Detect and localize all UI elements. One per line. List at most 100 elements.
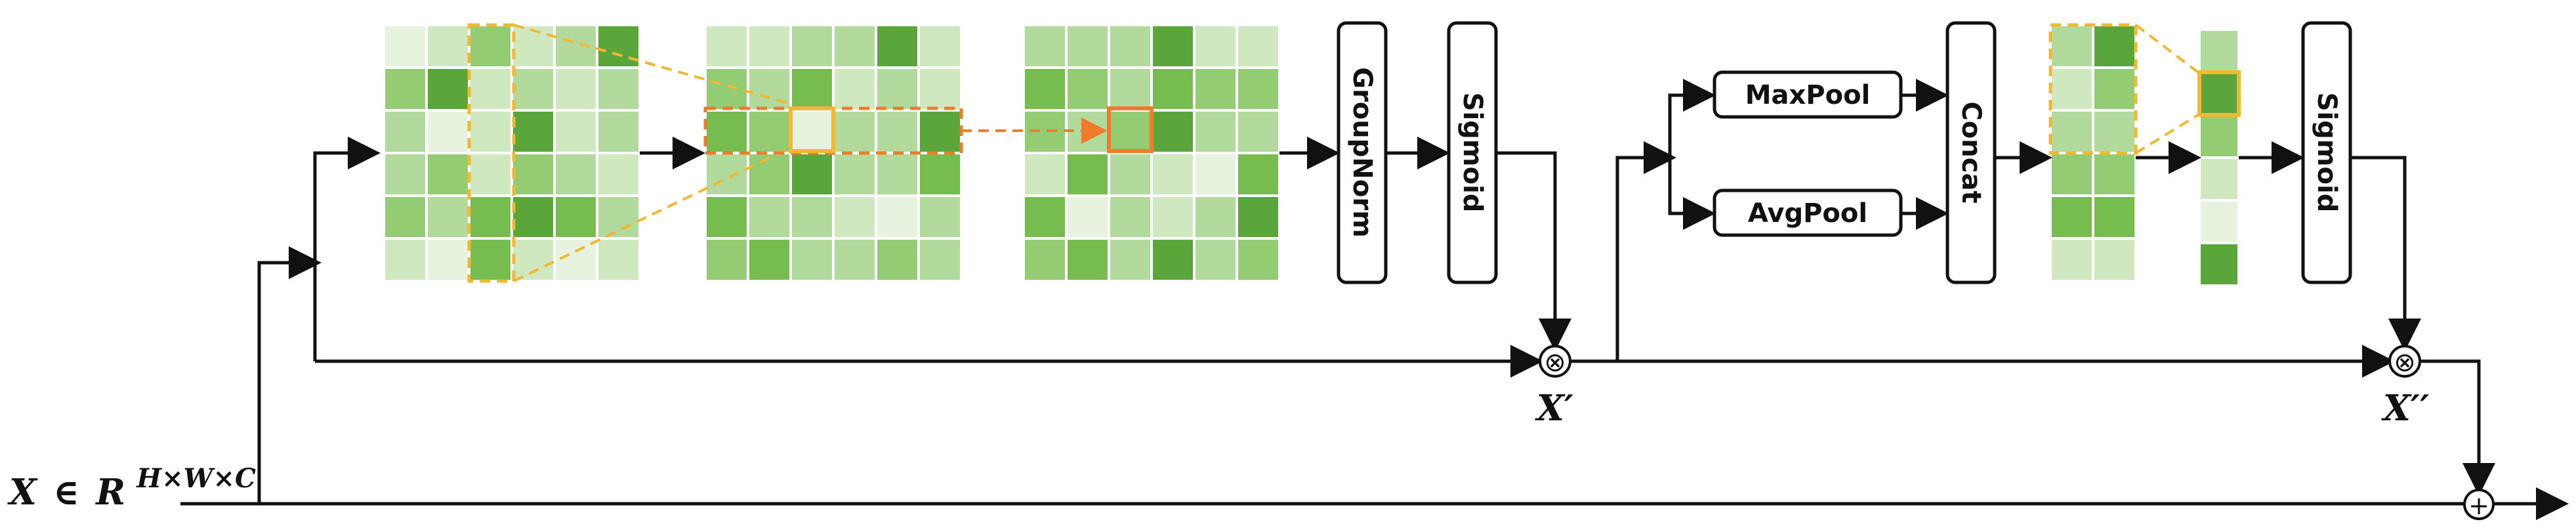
grid-1-cell xyxy=(510,237,556,282)
concat-column-cell xyxy=(2092,237,2137,282)
grid-1-cell xyxy=(383,194,428,240)
sigmoid-block-1: Sigmoid xyxy=(1447,21,1498,284)
grid-2-cell xyxy=(917,66,963,112)
split-to-maxpool xyxy=(1668,79,1716,158)
grid-1-highlight-column xyxy=(467,23,516,283)
grid-2-cell xyxy=(832,66,877,112)
grid-3-cell xyxy=(1236,24,1281,69)
grid-2-cell xyxy=(832,237,877,282)
branch-to-grid-1 xyxy=(313,137,381,361)
add-symbol-icon: + xyxy=(2468,491,2489,520)
grid-1-cell xyxy=(383,109,428,154)
grid-2-cell xyxy=(747,24,792,69)
grid-2-cell xyxy=(747,194,792,240)
grid-3-cell xyxy=(1150,194,1195,240)
concat-column-cell xyxy=(2092,194,2137,240)
input-in-symbol: ∈ xyxy=(53,471,79,513)
grid-3-cell xyxy=(1236,109,1281,154)
grid-2-cell xyxy=(747,109,792,154)
input-x-symbol: X xyxy=(7,471,38,513)
grid-1-cell xyxy=(468,194,513,240)
grid-1-cell xyxy=(553,109,598,154)
grid-1-cell xyxy=(425,24,470,69)
conv-output-cell xyxy=(2198,199,2240,244)
grid-2-cell xyxy=(875,109,920,154)
input-r-symbol: R xyxy=(94,471,125,513)
grid-2-cell xyxy=(875,66,920,112)
sigmoid-to-multiply-2 xyxy=(2350,156,2421,351)
grid-1-cell xyxy=(425,194,470,240)
grid-1-zoom-line-top xyxy=(513,24,791,105)
grid-2-cell xyxy=(704,194,749,240)
grid-3-cell xyxy=(1193,237,1238,282)
grid-2-cell xyxy=(917,24,963,69)
concat-label: Concat xyxy=(1956,101,1986,203)
concat-highlight-column xyxy=(2048,23,2138,155)
concat-column-cell xyxy=(2092,66,2137,112)
x-double-prime-label: X′′ xyxy=(2381,387,2429,429)
grid-2-center-cell xyxy=(789,106,835,153)
conv-output-cell xyxy=(2198,114,2240,159)
grid-1-cell xyxy=(596,24,641,69)
multiply-operator-1: ⊗ xyxy=(1539,345,1571,378)
grid-3-cell xyxy=(1193,24,1238,69)
grid-1-cell xyxy=(553,24,598,69)
feature-map-grid-1 xyxy=(383,24,641,282)
grid-1-cell xyxy=(510,194,556,240)
grid-2-cell xyxy=(704,24,749,69)
grid-2-cell xyxy=(832,24,877,69)
conv-output-cell xyxy=(2198,71,2240,116)
groupnorm-block: GroupNorm xyxy=(1337,21,1388,284)
multiply-operator-2: ⊗ xyxy=(2388,345,2421,378)
add-operator: + xyxy=(2463,489,2495,520)
grid-3-highlight-cell xyxy=(1107,106,1153,153)
grid-1-cell xyxy=(468,24,513,69)
grid-1-cell xyxy=(383,24,428,69)
grid-3-cell xyxy=(1193,194,1238,240)
concat-column-cell xyxy=(2049,152,2094,197)
grid-1-cell xyxy=(383,237,428,282)
avgpool-block: AvgPool xyxy=(1713,188,1903,237)
grid-1-cell xyxy=(596,152,641,197)
grid-1-cell xyxy=(596,109,641,154)
x-prime-label: X′ xyxy=(1535,387,1573,429)
grid-1-cell xyxy=(596,237,641,282)
concat-column-cell xyxy=(2049,109,2094,154)
concat-column-cell xyxy=(2049,194,2094,240)
grid-2-cell xyxy=(704,152,749,197)
grid-2-cell xyxy=(875,152,920,197)
concat-zoom-line-bottom xyxy=(2134,114,2199,154)
concat-column-cell xyxy=(2092,109,2137,154)
grid-1-cell xyxy=(468,109,513,154)
grid-3-cell xyxy=(1236,194,1281,240)
grid-2-cell xyxy=(704,109,749,154)
maxpool-label: MaxPool xyxy=(1745,80,1871,110)
grid-2-cell xyxy=(789,66,835,112)
highlight-overlays xyxy=(467,23,2241,283)
concat-feature-column xyxy=(2049,24,2137,282)
grid-2-cell xyxy=(875,24,920,69)
grid-2-cell xyxy=(789,237,835,282)
grid-2-cell xyxy=(875,237,920,282)
grid-1-cell xyxy=(425,66,470,112)
grid-1-zoom-line-bottom xyxy=(513,146,791,282)
xdouble-to-add xyxy=(2421,359,2495,496)
grid-3-cell xyxy=(1236,152,1281,197)
feature-map-grid-2 xyxy=(704,24,963,282)
grid-2-cell xyxy=(789,152,835,197)
grid-3-cell xyxy=(1022,152,1068,197)
multiply-symbol-icon: ⊗ xyxy=(1544,347,1566,378)
grid-3-cell xyxy=(1193,66,1238,112)
grid-3-cell xyxy=(1065,194,1110,240)
conv-output-highlight-cell xyxy=(2197,70,2241,117)
grid-3-cell xyxy=(1108,109,1153,154)
grid-1-cell xyxy=(553,194,598,240)
grid-2-cell xyxy=(704,237,749,282)
avgpool-label: AvgPool xyxy=(1748,198,1867,229)
sigmoid-2-label: Sigmoid xyxy=(2312,93,2342,213)
grid-3-cell xyxy=(1150,24,1195,69)
grid-1-cell xyxy=(596,66,641,112)
concat-zoom-line-top xyxy=(2134,24,2199,74)
sigmoid-1-label: Sigmoid xyxy=(1457,93,1487,213)
